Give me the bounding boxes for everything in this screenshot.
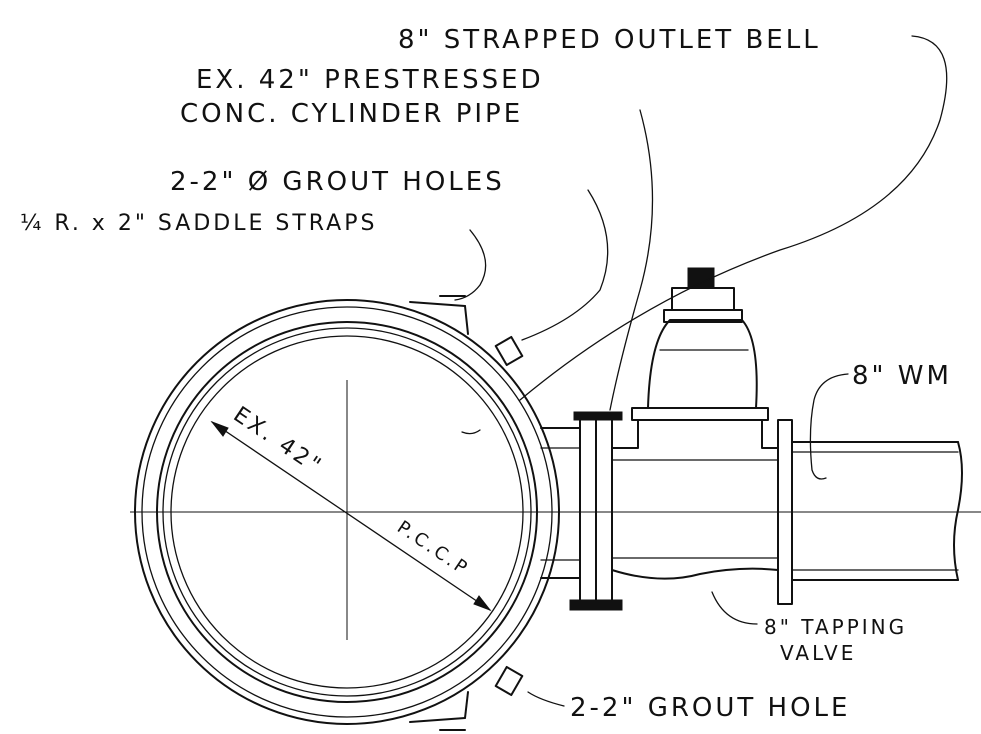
pccp-label: P.C.C.P [393, 517, 473, 580]
pipe-label-line1: EX. 42" PRESTRESSED [196, 65, 544, 95]
grout-hole-top [494, 335, 524, 367]
wm-label: 8" WM [852, 361, 952, 391]
leader-lines [454, 35, 948, 707]
diameter-dimension [210, 420, 492, 612]
grout-holes-top-label: 2-2" Ø GROUT HOLES [170, 167, 505, 197]
saddle-strap-top [409, 295, 469, 335]
outlet-flange [569, 411, 623, 611]
saddle-straps-label: ¼ R. x 2" SADDLE STRAPS [20, 211, 377, 236]
tapping-valve-label-line1: 8" TAPPING [764, 615, 907, 639]
grout-hole-bottom-label: 2-2" GROUT HOLE [570, 693, 850, 723]
tapping-valve [611, 267, 779, 580]
tapping-valve-label-line2: VALVE [780, 641, 856, 665]
center-lines [130, 380, 981, 640]
grout-hole-bottom [494, 665, 524, 697]
water-main-8in [791, 441, 963, 581]
saddle-strap-bottom [409, 691, 469, 731]
pipe-label-line2: CONC. CYLINDER PIPE [180, 99, 523, 129]
diameter-label: EX. 42" [229, 402, 328, 480]
valve-outlet-flange [777, 419, 793, 605]
outlet-bell-label: 8" STRAPPED OUTLET BELL [398, 25, 821, 55]
